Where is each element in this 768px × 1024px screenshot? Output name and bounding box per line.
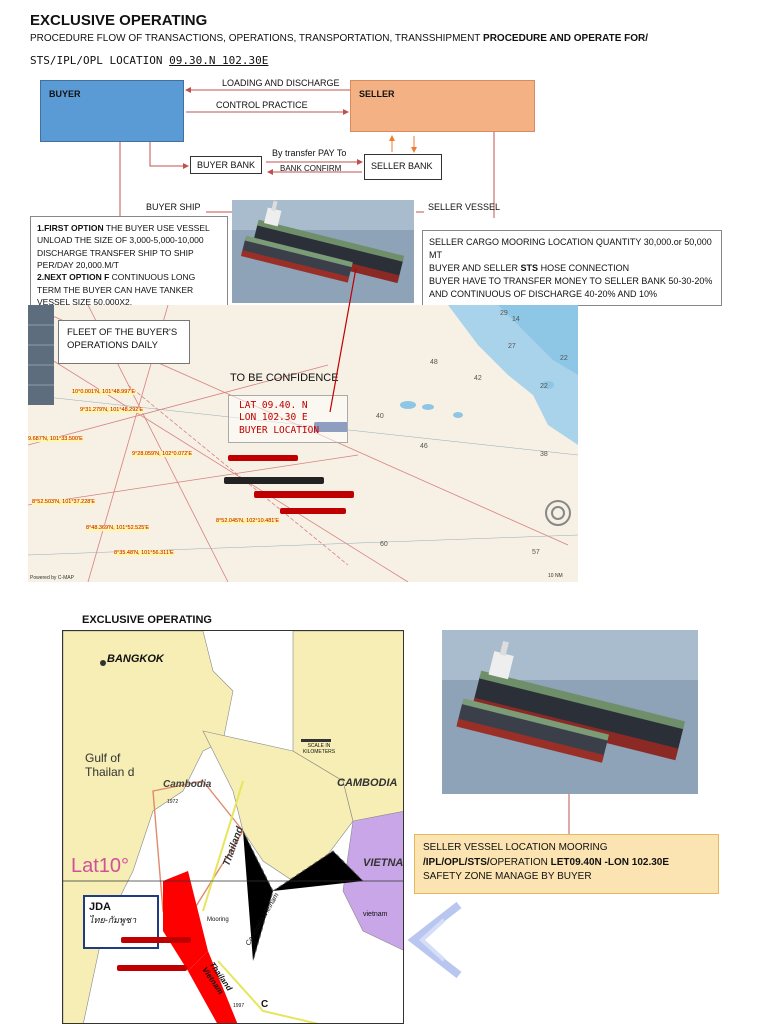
- depth-number: 48: [430, 359, 438, 366]
- map-label-vietnam-small: vietnam: [363, 911, 388, 918]
- chart-credit: Powered by C-MAP: [30, 575, 74, 581]
- seller-label: SELLER: [359, 89, 395, 99]
- seller-to-location-line: [329, 267, 357, 413]
- ship-photo-top: [232, 200, 414, 303]
- depth-number: 22: [540, 383, 548, 390]
- map-label-mooring: Mooring: [207, 917, 229, 923]
- fleet-ship-1: [228, 455, 298, 461]
- depth-number: 46: [420, 443, 428, 450]
- flow-connectors: [119, 87, 495, 218]
- coord-label: 9.687'N, 101°33.500'E: [28, 436, 83, 442]
- map-label-year1997: 1997: [233, 1003, 245, 1009]
- depth-number: 57: [532, 549, 540, 556]
- depth-number: 14: [512, 316, 520, 323]
- coord-label: 9°28.059'N, 102°0.072'E: [132, 451, 193, 457]
- coord-label: 8°52.045'N, 102°10.481'E: [216, 518, 280, 524]
- map-label-vietnam: VIETNA: [363, 857, 404, 869]
- fleet-box: FLEET OF THE BUYER'S OPERATIONS DAILY: [58, 320, 190, 364]
- fleet-ship-3: [254, 491, 354, 498]
- map-ship-1: [121, 937, 191, 943]
- depth-number: 27: [508, 343, 516, 350]
- bank-confirm-label: BANK CONFIRM: [280, 164, 342, 173]
- buyer-box: BUYER: [40, 80, 184, 142]
- control-practice-label: CONTROL PRACTICE: [216, 100, 308, 110]
- fleet-ship-4: [280, 508, 346, 514]
- depth-number: 22: [560, 355, 568, 362]
- seller-box: SELLER: [350, 80, 535, 132]
- coord-label: 8°35.48'N, 101°56.311'E: [114, 550, 174, 556]
- map-scale-label: SCALE IN KILOMETERS: [302, 743, 336, 755]
- section2-title: EXCLUSIVE OPERATING: [82, 614, 212, 626]
- buyer-label: BUYER: [49, 89, 81, 99]
- map-label-year1972: 1972: [167, 799, 179, 805]
- depth-number: 40: [376, 413, 384, 420]
- seller-bank-box: SELLER BANK: [364, 154, 442, 180]
- depth-number: 38: [540, 451, 548, 458]
- fleet-ship-2: [224, 477, 324, 484]
- buyer-bank-box: BUYER BANK: [190, 156, 263, 174]
- ship-photo-bottom: [442, 630, 698, 794]
- photo-connector-line: [568, 794, 570, 834]
- map-ship-2: [117, 965, 187, 971]
- coord-label: 9°31.279'N, 101°48.292'E: [80, 407, 144, 413]
- page-subtitle: PROCEDURE FLOW OF TRANSACTIONS, OPERATIO…: [30, 33, 649, 44]
- chart-scale: 10 NM: [548, 573, 563, 579]
- buyer-ship-label: BUYER SHIP: [146, 202, 201, 212]
- buyer-options-box: 1.FIRST OPTION THE BUYER USE VESSEL UNLO…: [30, 216, 228, 312]
- buyer-location-box: LAT 09.40. N LON 102.30 E BUYER LOCATION: [228, 395, 348, 443]
- depth-number: 42: [474, 375, 482, 382]
- transfer-label: By transfer PAY To: [272, 148, 347, 158]
- decorative-chevron: [407, 901, 462, 979]
- map-label-cambodia: CAMBODIA: [337, 777, 398, 789]
- loading-discharge-label: LOADING AND DISCHARGE: [222, 78, 340, 88]
- depth-number: 60: [380, 541, 388, 548]
- seller-location-box: SELLER VESSEL LOCATION MOORING /IPL/OPL/…: [414, 834, 719, 894]
- region-map: BANGKOK Gulf of Thailan d Cambodia CAMBO…: [62, 630, 404, 1024]
- map-label-gulf: Gulf of Thailan d: [85, 751, 135, 780]
- coord-label: 10°0.001'N, 101°48.997'E: [72, 389, 136, 395]
- confidence-label: TO BE CONFIDENCE: [230, 372, 339, 384]
- coord-label: 8°48.369'N, 101°52.525'E: [86, 525, 150, 531]
- seller-info-box: SELLER CARGO MOORING LOCATION QUANTITY 3…: [422, 230, 722, 306]
- page-title: EXCLUSIVE OPERATING: [30, 12, 208, 29]
- map-label-lat10: Lat10°: [71, 855, 130, 877]
- coord-label: 8°52.503'N, 101°37.228'E: [32, 499, 96, 505]
- seller-vessel-label: SELLER VESSEL: [428, 202, 501, 212]
- map-label-c: C: [261, 999, 269, 1010]
- map-label-bangkok: BANGKOK: [107, 653, 164, 665]
- depth-number: 29: [500, 310, 508, 317]
- location-line: STS/IPL/OPL LOCATION 09.30.N 102.30E: [30, 54, 269, 67]
- map-label-cambodia-small: Cambodia: [163, 779, 212, 790]
